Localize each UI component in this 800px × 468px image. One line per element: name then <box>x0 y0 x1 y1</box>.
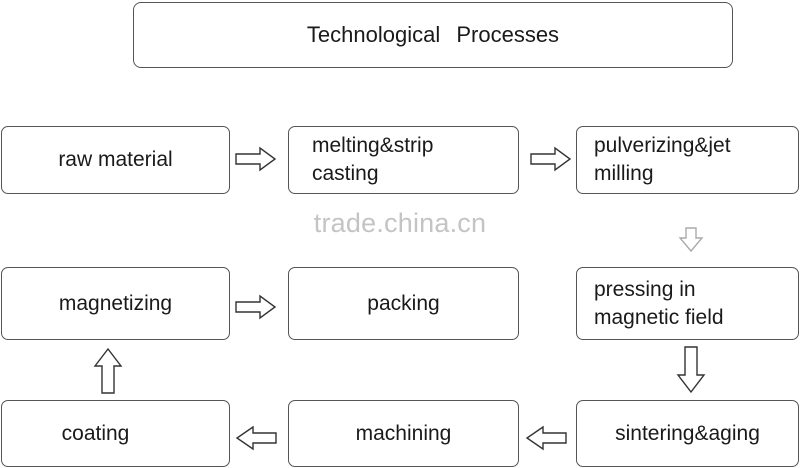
step-pressing-magnetic-field: pressing in magnetic field <box>576 267 799 340</box>
step-machining: machining <box>288 400 519 467</box>
step-label: sintering&aging <box>615 421 760 445</box>
watermark: trade.china.cn <box>313 207 487 238</box>
step-label-line1: pulverizing&jet <box>594 134 731 157</box>
step-melting-strip-casting: melting&strip casting <box>288 126 519 194</box>
step-label-line1: melting&strip <box>312 134 434 157</box>
step-label: coating <box>61 421 130 445</box>
title-box: Technological Processes <box>133 2 733 68</box>
step-sintering-aging: sintering&aging <box>576 400 799 467</box>
step-label-line2: casting <box>312 162 379 185</box>
step-label-line2: milling <box>594 162 654 185</box>
step-label-line1: pressing in <box>594 277 696 301</box>
step-label-line2: magnetic field <box>594 305 724 329</box>
step-magnetizing: magnetizing <box>1 267 230 340</box>
arrow-down-icon <box>678 227 704 253</box>
arrow-up-icon <box>93 347 123 394</box>
step-label: magnetizing <box>58 291 173 315</box>
arrow-left-icon <box>525 425 567 451</box>
diagram-title: Technological Processes <box>306 22 560 47</box>
arrow-right-icon <box>235 146 277 172</box>
step-packing: packing <box>288 267 519 340</box>
step-label: packing <box>367 291 440 315</box>
arrow-left-icon <box>235 425 277 451</box>
step-raw-material: raw material <box>1 126 230 194</box>
step-pulverizing-jet-milling: pulverizing&jet milling <box>576 126 799 194</box>
arrow-down-icon <box>676 346 706 394</box>
arrow-right-icon <box>235 294 277 320</box>
step-label: machining <box>355 421 452 445</box>
arrow-right-icon <box>530 146 572 172</box>
step-label: raw material <box>58 148 173 171</box>
step-coating: coating <box>1 400 230 467</box>
